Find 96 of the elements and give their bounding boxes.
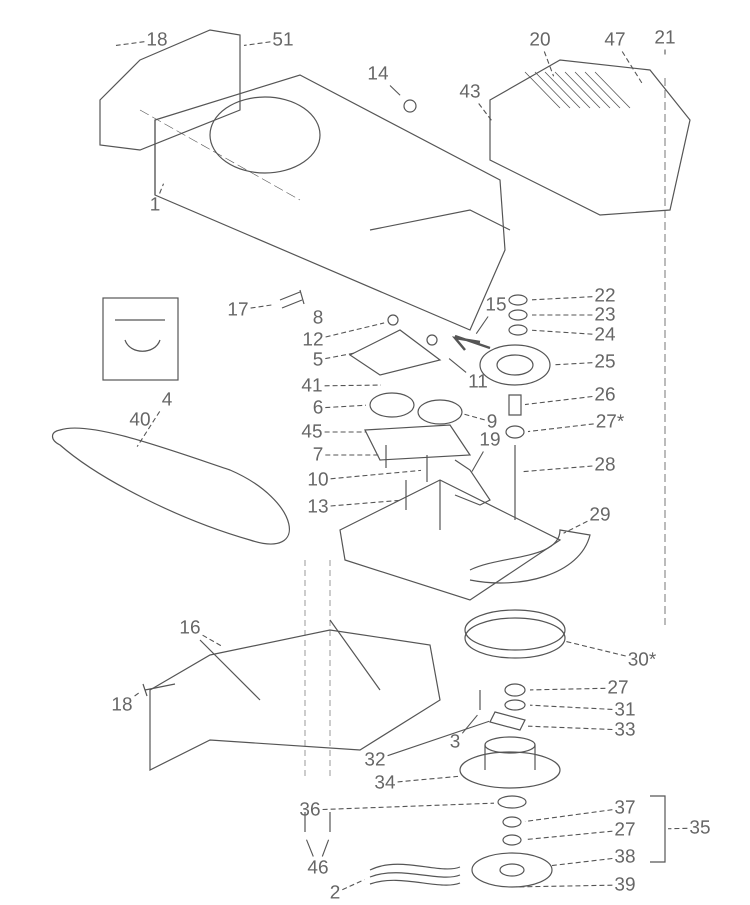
callout-number: 23 [594,306,616,324]
callout-number: 38 [614,848,636,866]
leader-line [159,184,164,194]
leader-line [532,330,592,335]
callout-number: 6 [312,398,324,418]
callout-number: 19 [479,430,501,450]
callout-number: 21 [654,28,676,48]
callout-number: 7 [312,446,324,464]
callout-number: 4 [162,390,172,410]
callout-number: 10 [307,470,329,490]
leader-line [387,720,490,756]
callout-number: 37 [614,798,636,818]
callout-number: 28 [594,456,616,474]
leader-line [528,726,612,730]
callout-number: 46 [307,858,329,878]
callout-number: 45 [301,422,323,442]
leader-line [668,828,688,830]
leader-line [530,688,606,690]
callout-number: 47 [604,30,626,50]
callout-number: 13 [307,498,329,516]
leader-line [136,411,160,447]
callout-number: 8 [312,308,324,328]
callout-number: 1 [150,196,160,214]
leader-line [322,802,494,810]
callout-number: 18 [111,696,133,714]
leader-line [330,500,400,507]
callout-number: 33 [614,720,636,740]
callout-number: 2 [330,884,340,902]
callout-number: 14 [367,64,389,84]
leader-line [398,776,458,782]
leader-line [532,314,592,316]
leader-line [306,840,314,857]
callout-number: 35 [689,818,711,838]
leader-line [134,692,140,696]
leader-line [325,404,366,408]
leader-line [530,704,612,710]
leader-line [472,451,484,472]
leader-line [330,470,422,480]
callout-number: 31 [614,700,636,720]
leader-line [244,41,270,46]
callout-number: 17 [227,300,249,320]
leader-line [324,384,381,386]
callout-number: 24 [594,326,616,344]
leader-line [664,50,666,56]
leader-line [324,431,366,433]
callout-number: 18 [146,30,168,50]
callout-number: 41 [301,376,323,396]
leader-line [564,640,626,657]
leader-line [116,41,144,46]
callout-number: 9 [486,412,498,432]
callout-number: 39 [614,876,636,894]
callout-number: 5 [312,350,324,370]
leader-line [528,423,594,432]
callout-number: 27 [607,678,629,698]
callout-number: 43 [459,82,481,102]
callout-number: 11 [468,372,488,392]
leader-line [478,103,494,122]
callout-number: 27 [614,820,636,840]
leader-line [532,296,592,300]
leader-line [516,884,612,888]
callout-number: 22 [594,286,616,306]
leader-line [250,304,274,309]
leader-line [476,316,489,334]
bracket [650,795,666,863]
callout-number: 51 [272,30,294,50]
leader-line [322,840,330,857]
callout-number: 26 [594,386,616,404]
leader-line [563,520,588,534]
callout-number: 12 [302,330,324,350]
leader-line [464,414,485,420]
leader-line [622,51,644,85]
callout-number: 16 [179,618,201,638]
leader-line [325,352,356,360]
leader-line [544,51,554,76]
callout-number: 27* [596,412,624,432]
callout-number: 20 [529,30,551,50]
leader-line [202,634,222,646]
callout-number: 25 [594,352,616,372]
leader-line [390,85,400,96]
callout-number: 34 [374,774,396,792]
leader-line [325,322,384,338]
leader-line [462,714,478,734]
leader-line [522,465,592,472]
callout-number: 40 [129,410,151,430]
leader-line [448,358,466,373]
leader-line [554,362,592,366]
callout-number: 32 [364,750,386,770]
callout-number: 30* [628,650,656,670]
leader-line [524,396,592,406]
callout-number: 3 [450,732,460,752]
leader-line [552,858,612,866]
callout-number: 29 [589,506,611,524]
leader-line [325,454,380,456]
callout-number: 36 [299,800,321,820]
callout-number: 15 [485,296,507,314]
leader-line [342,879,365,890]
